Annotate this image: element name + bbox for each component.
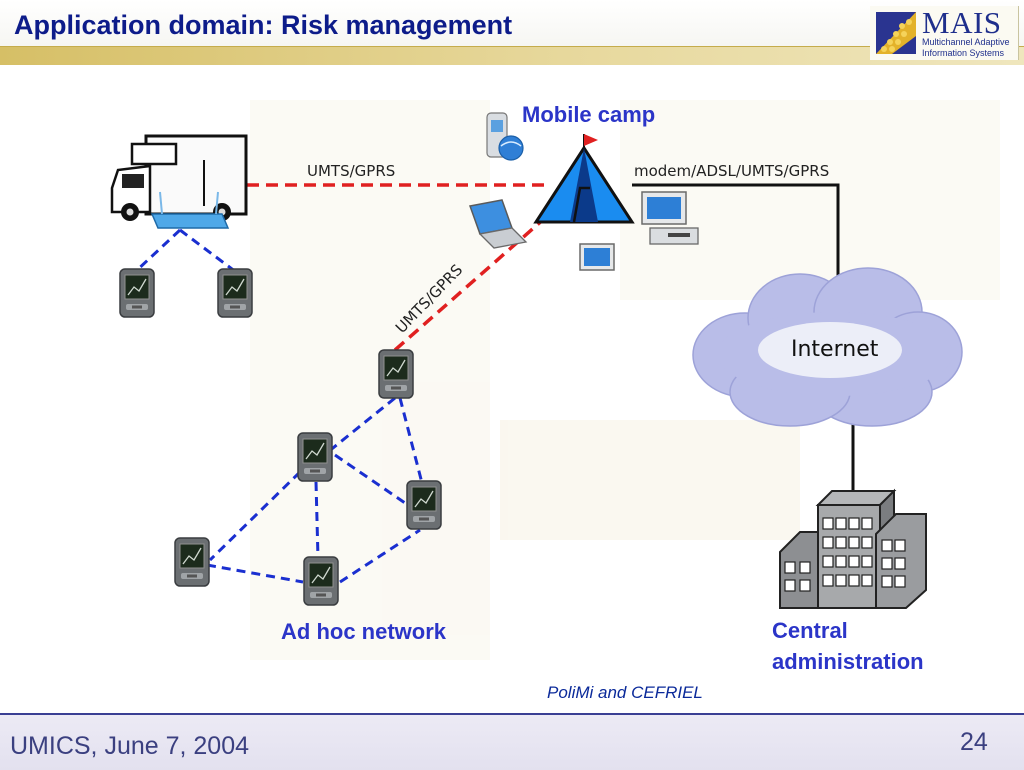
page-number: 24 [960,728,988,756]
internet-cloud-icon [692,267,963,427]
link-adhoc-to-camp [393,216,547,352]
diagram-canvas: UMTS/GPRS UMTS/GPRS modem/ADSL/UMTS/GPRS… [110,100,1000,660]
mobile-camp-label: Mobile camp [522,102,656,127]
laptop-icon [468,199,528,249]
slide-title: Application domain: Risk management [14,10,513,40]
central-admin-label-line1: Central [772,618,848,643]
link-label-truck-camp: UMTS/GPRS [307,162,395,180]
wireless-router-icon [150,191,230,229]
tent-icon [533,134,635,224]
office-building-icon [779,488,927,609]
background-watermark [250,100,1000,660]
slide-footer: UMICS, June 7, 2004 24 [0,713,1024,770]
adhoc-network-label: Ad hoc network [281,619,447,644]
truck-wlan-links [133,228,237,274]
desktop-computer-icon [641,191,699,245]
pda-icon [406,480,442,530]
pda-icon [119,268,155,318]
slide-header: Application domain: Risk management MAIS… [0,0,1024,65]
logo-tagline-1: Multichannel Adaptive [922,37,1010,47]
pda-icon [297,432,333,482]
mobile-phone-globe-icon [486,112,524,161]
monitor-icon [579,243,615,271]
link-camp-to-internet [632,183,840,290]
link-label-camp-internet: modem/ADSL/UMTS/GPRS [634,162,829,180]
credit-text: PoliMi and CEFRIEL [547,683,703,702]
mais-logo: MAIS Multichannel Adaptive Information S… [870,5,1019,60]
logo-emblem-icon [876,12,916,54]
network-diagram: UMTS/GPRS UMTS/GPRS modem/ADSL/UMTS/GPRS… [0,64,1024,714]
pda-icon [303,556,339,606]
pda-icon [217,268,253,318]
footer-event-date: UMICS, June 7, 2004 [10,732,250,760]
pda-icon [378,349,414,399]
truck-icon [110,134,248,221]
internet-label: Internet [791,337,879,362]
pda-icon [174,537,210,587]
header-gold-bar [0,46,1024,65]
central-admin-label-line2: administration [772,649,924,674]
logo-name: MAIS [922,5,1002,40]
logo-tagline-2: Information Systems [922,48,1005,58]
